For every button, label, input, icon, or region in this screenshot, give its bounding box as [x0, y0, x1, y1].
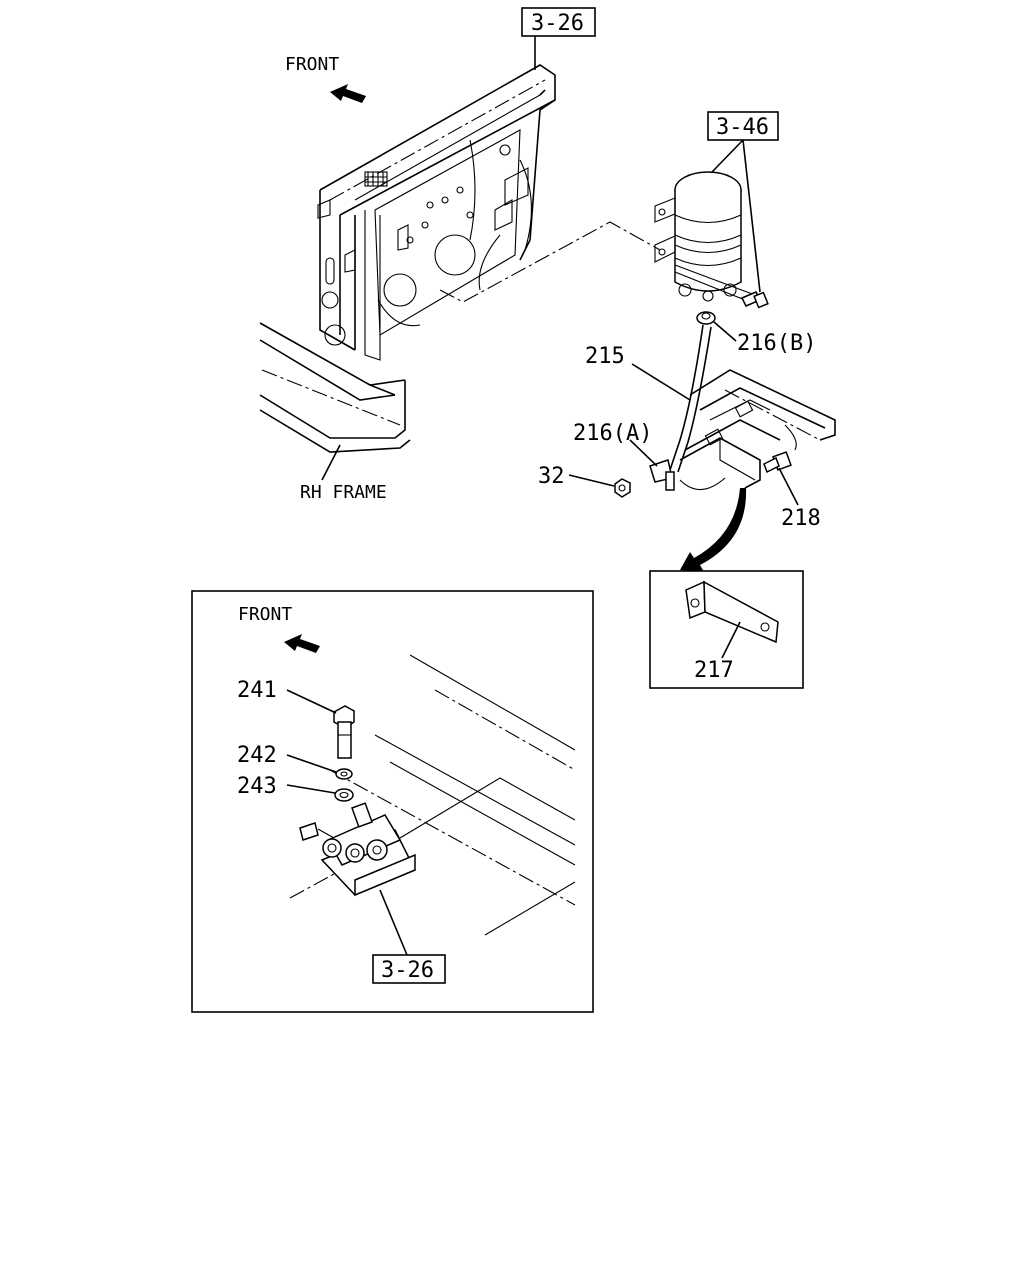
inset-front-label: FRONT — [238, 604, 292, 625]
rh-frame-label: RH FRAME — [300, 482, 387, 503]
leader-242 — [286, 754, 337, 773]
lower-frame — [679, 369, 836, 491]
leader-241 — [286, 689, 337, 714]
rh-frame-channel — [259, 322, 411, 481]
callout-32: 32 — [538, 464, 565, 489]
inset-frame-line-7 — [399, 777, 576, 839]
callout-242: 242 — [237, 743, 277, 768]
air-hose[interactable] — [669, 324, 712, 473]
leader-243 — [286, 784, 336, 794]
bracket-217[interactable] — [685, 580, 779, 644]
main-view: FRONT 3-26 — [259, 7, 836, 572]
frame-leader — [321, 444, 341, 481]
leader-218 — [778, 467, 799, 506]
inset-frame-line-3 — [374, 734, 576, 846]
inset-frame-line-8 — [289, 867, 346, 899]
inset-front-arrow-icon — [284, 634, 320, 653]
ref-box-bottom-label: 3-26 — [381, 958, 434, 983]
mount-centerline — [439, 221, 661, 303]
leader-215 — [631, 363, 691, 401]
callout-241: 241 — [237, 678, 277, 703]
inset-frame-line-5 — [329, 769, 576, 906]
callout-217: 217 — [694, 658, 734, 683]
inset-view: FRONT — [191, 590, 594, 1013]
ref-box-tank-label: 3-46 — [716, 115, 769, 140]
crossmember-assembly — [317, 64, 556, 361]
callout-218: 218 — [781, 506, 821, 531]
hose-clip-a[interactable] — [649, 459, 675, 491]
inset-frame-line-4 — [389, 761, 576, 866]
lock-washer-242-icon[interactable] — [335, 768, 353, 780]
washer-243-icon[interactable] — [334, 788, 354, 802]
front-label: FRONT — [285, 54, 339, 75]
inset-frame-line-1 — [409, 654, 576, 751]
inset-frame — [191, 590, 594, 1013]
tank-bolt-icon — [740, 291, 769, 309]
air-tank[interactable] — [654, 171, 756, 303]
nut-32-icon[interactable] — [614, 478, 631, 498]
leader-217 — [721, 621, 741, 659]
ref-tank-leader-2 — [742, 139, 761, 293]
bolt-241-icon[interactable] — [333, 705, 355, 759]
callout-216b: 216(B) — [737, 331, 816, 356]
ref-box-top-label: 3-26 — [531, 11, 584, 36]
hose-clip-b[interactable] — [696, 311, 716, 325]
callout-215: 215 — [585, 344, 625, 369]
ref-tank-leader-1 — [711, 139, 744, 173]
ref-box-tank[interactable]: 3-46 — [707, 111, 779, 141]
ref-bottom-leader — [379, 889, 408, 956]
front-arrow-icon — [330, 84, 366, 103]
callout-216a: 216(A) — [573, 421, 652, 446]
valve-assembly[interactable] — [299, 802, 417, 897]
callout-243: 243 — [237, 774, 277, 799]
leader-216a — [629, 439, 658, 467]
ref-box-bottom[interactable]: 3-26 — [372, 954, 446, 984]
detail-pointer-icon — [680, 488, 747, 572]
bracket-detail-box: 217 — [649, 570, 804, 689]
leader-216b — [713, 321, 737, 342]
leader-32 — [568, 474, 615, 487]
ref-box-top[interactable]: 3-26 — [521, 7, 596, 37]
inset-frame-line-6 — [484, 881, 576, 936]
bolt-218-icon[interactable] — [763, 451, 792, 474]
